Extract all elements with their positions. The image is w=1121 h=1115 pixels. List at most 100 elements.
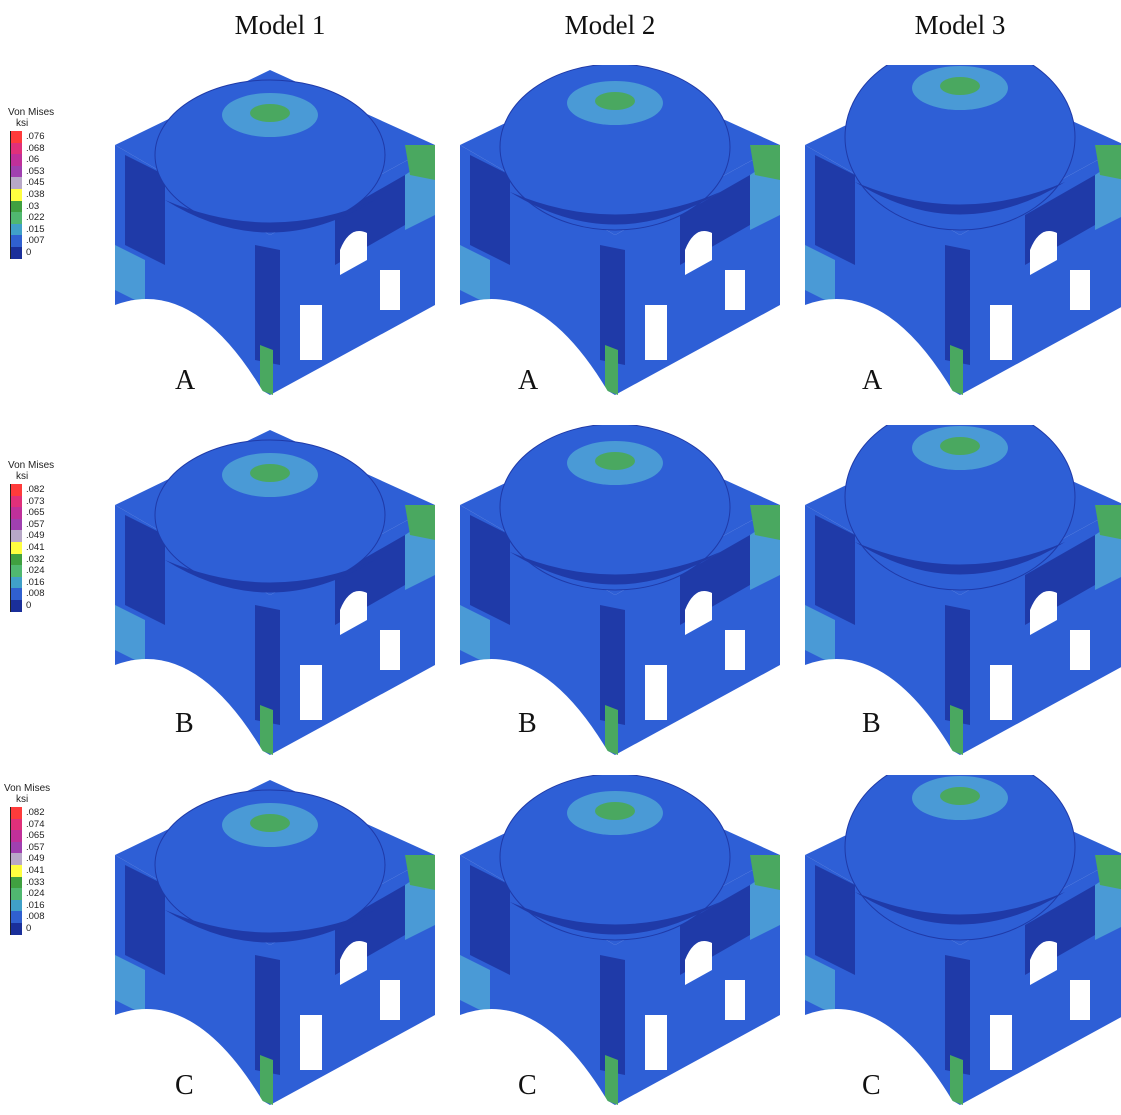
- model-render-panel: [105, 425, 445, 765]
- stress-region: [600, 245, 625, 365]
- stress-region: [405, 145, 435, 180]
- stress-region: [460, 605, 490, 665]
- legend-entry: .033: [0, 876, 100, 889]
- arch-opening: [460, 299, 610, 395]
- stress-region: [750, 145, 780, 180]
- legend-tick-label: .041: [26, 864, 45, 876]
- stress-contour-render: [115, 780, 435, 1105]
- legend-entry: .045: [0, 177, 100, 189]
- legend-entry: .065: [0, 830, 100, 842]
- stress-region: [510, 902, 720, 935]
- legend-swatch: [10, 911, 22, 923]
- stress-region: [605, 705, 618, 755]
- model-render-panel: [450, 775, 790, 1115]
- stress-region: [470, 515, 510, 625]
- dome-summit: [595, 452, 635, 470]
- stress-region: [815, 515, 855, 625]
- stress-region: [460, 955, 490, 1015]
- dome-summit: [940, 77, 980, 95]
- stress-region: [950, 705, 963, 755]
- window-opening: [645, 665, 667, 720]
- row-label: A: [518, 365, 539, 396]
- legend-tick-label: .082: [26, 807, 45, 818]
- window-opening: [990, 1015, 1012, 1070]
- window-opening: [380, 630, 400, 670]
- legend-entry: .038: [0, 188, 100, 201]
- window-opening: [1030, 591, 1057, 635]
- legend-swatch: [10, 142, 22, 155]
- window-opening: [300, 665, 322, 720]
- dome: [499, 425, 731, 591]
- dome-summit: [940, 437, 980, 455]
- row-label: A: [175, 365, 196, 396]
- legend-entry: .049: [0, 530, 100, 542]
- legend-scale: .076 .068 .06 .053 .045 .038 .03 .022 .0…: [0, 131, 100, 259]
- dome-summit: [595, 802, 635, 820]
- stress-region: [165, 200, 375, 233]
- legend-entry: .016: [0, 899, 100, 912]
- stress-region: [855, 542, 1065, 575]
- legend-tick-label: .065: [26, 830, 45, 842]
- legend-tick-label: .008: [26, 588, 45, 600]
- legend-swatch: [10, 565, 22, 577]
- window-opening: [645, 305, 667, 360]
- legend-tick-label: 0: [26, 599, 32, 611]
- window-opening: [685, 591, 712, 635]
- model-render-panel: [795, 775, 1121, 1115]
- dome-summit: [250, 814, 290, 832]
- legend-tick-label: .053: [26, 165, 45, 177]
- legend-tick-label: .022: [26, 212, 45, 224]
- window-opening: [1030, 231, 1057, 275]
- stress-region: [855, 892, 1065, 925]
- stress-region: [815, 865, 855, 975]
- legend-tick-label: .057: [26, 841, 45, 853]
- legend-tick-label: .065: [26, 507, 45, 519]
- stress-region: [115, 955, 145, 1015]
- arch-opening: [115, 659, 265, 755]
- legend-swatch: [10, 154, 22, 166]
- legend-entry: .015: [0, 223, 100, 236]
- legend-tick-label: .024: [26, 888, 45, 900]
- row-label: A: [862, 365, 883, 396]
- legend-swatch: [10, 188, 22, 201]
- stress-region: [605, 1055, 618, 1105]
- stress-region: [945, 955, 970, 1075]
- legend-entry: .068: [0, 142, 100, 155]
- legend-row-b: Von Mises ksi .082 .073 .065 .057 .049 .…: [0, 460, 100, 612]
- stress-region: [1095, 145, 1121, 180]
- legend-swatch: [10, 841, 22, 854]
- legend-entry: .082: [0, 807, 100, 819]
- dome-summit: [940, 787, 980, 805]
- dome: [499, 65, 731, 231]
- legend-swatch: [10, 807, 22, 819]
- legend-entry: .053: [0, 165, 100, 178]
- arch-opening: [460, 1009, 610, 1105]
- stress-region: [600, 605, 625, 725]
- legend-entry: .049: [0, 853, 100, 865]
- arch-opening: [115, 1009, 265, 1105]
- stress-region: [945, 245, 970, 365]
- legend-swatch: [10, 818, 22, 831]
- legend-tick-label: .007: [26, 235, 45, 247]
- legend-swatch: [10, 588, 22, 600]
- row-label: B: [175, 708, 194, 739]
- stress-region: [950, 345, 963, 395]
- stress-region: [115, 245, 145, 305]
- legend-entry: .03: [0, 200, 100, 213]
- legend-swatch: [10, 223, 22, 236]
- stress-region: [815, 155, 855, 265]
- model-render-panel: [450, 425, 790, 765]
- stress-region: [805, 955, 835, 1015]
- legend-entry: .065: [0, 507, 100, 519]
- stress-region: [600, 955, 625, 1075]
- legend-row-c: Von Mises ksi .082 .074 .065 .057 .049 .…: [0, 783, 100, 935]
- stress-region: [125, 515, 165, 625]
- legend-row-a: Von Mises ksi .076 .068 .06 .053 .045 .0…: [0, 107, 100, 259]
- window-opening: [340, 941, 367, 985]
- window-opening: [340, 591, 367, 635]
- legend-swatch: [10, 864, 22, 877]
- stress-region: [950, 1055, 963, 1105]
- stress-contour-render: [460, 425, 780, 755]
- stress-contour-render: [805, 425, 1121, 755]
- arch-opening: [805, 299, 955, 395]
